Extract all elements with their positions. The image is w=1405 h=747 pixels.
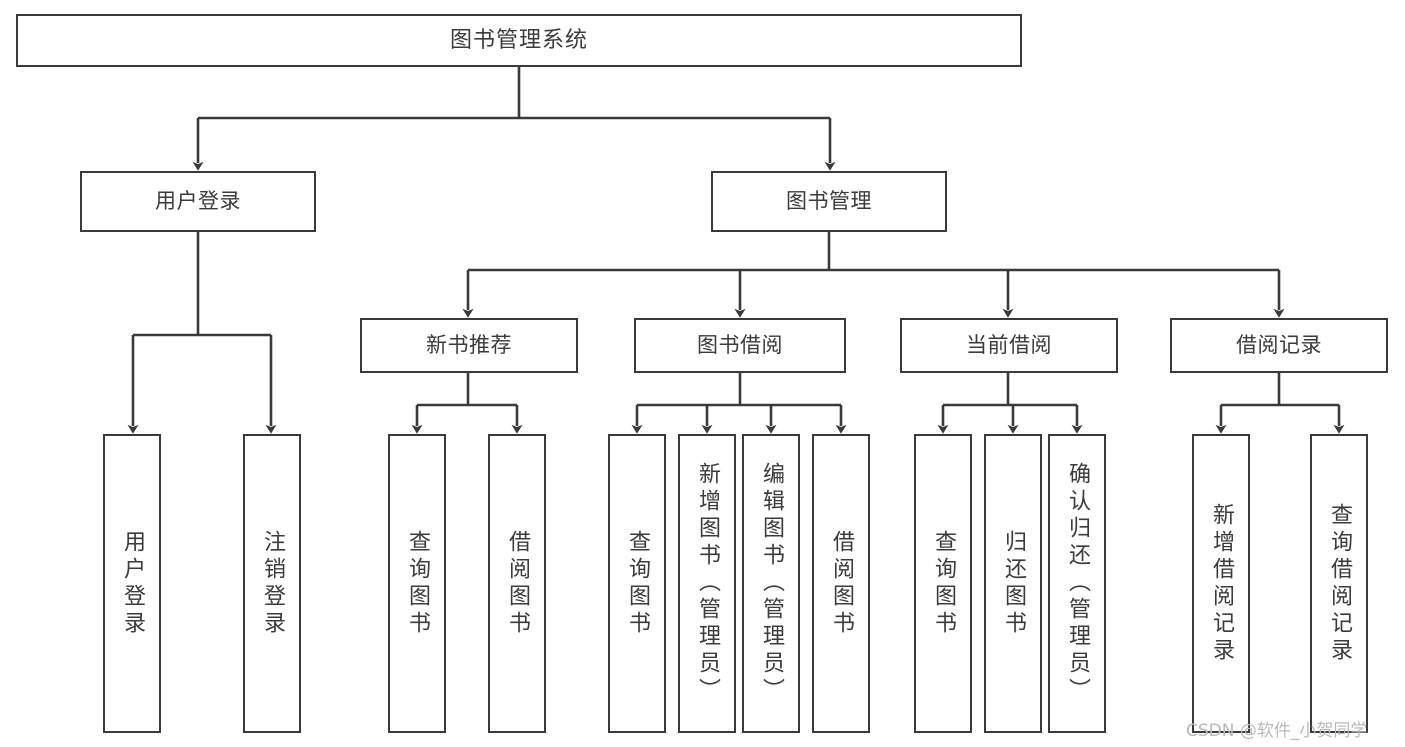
node-leaf-return-book[interactable]: 归还图书 bbox=[984, 434, 1042, 733]
node-leaf-confirm-return[interactable]: 确认归还（管理员） bbox=[1048, 434, 1106, 733]
node-leaf-logout-label: 注销登录 bbox=[260, 529, 285, 638]
node-book-manage[interactable]: 图书管理 bbox=[711, 171, 947, 232]
node-leaf-borrow-book-1-label: 借阅图书 bbox=[505, 529, 530, 638]
node-leaf-query-record-label: 查询借阅记录 bbox=[1327, 502, 1352, 665]
node-leaf-user-login[interactable]: 用户登录 bbox=[103, 434, 161, 733]
node-leaf-user-login-label: 用户登录 bbox=[120, 529, 145, 638]
node-root-label: 图书管理系统 bbox=[449, 27, 588, 53]
node-new-book-recommend[interactable]: 新书推荐 bbox=[360, 318, 578, 373]
node-leaf-query-book-1-label: 查询图书 bbox=[405, 529, 430, 638]
node-borrow-record-label: 借阅记录 bbox=[1236, 333, 1322, 358]
node-book-borrow[interactable]: 图书借阅 bbox=[634, 318, 846, 373]
node-leaf-confirm-return-label: 确认归还（管理员） bbox=[1065, 462, 1090, 705]
node-current-borrow[interactable]: 当前借阅 bbox=[900, 318, 1118, 373]
node-user-login[interactable]: 用户登录 bbox=[80, 171, 316, 232]
node-current-borrow-label: 当前借阅 bbox=[966, 333, 1052, 358]
node-leaf-add-book[interactable]: 新增图书（管理员） bbox=[678, 434, 736, 733]
node-leaf-borrow-book-2[interactable]: 借阅图书 bbox=[812, 434, 870, 733]
node-leaf-add-record[interactable]: 新增借阅记录 bbox=[1192, 434, 1250, 733]
node-leaf-query-record[interactable]: 查询借阅记录 bbox=[1310, 434, 1368, 733]
node-leaf-logout[interactable]: 注销登录 bbox=[243, 434, 301, 733]
node-leaf-query-book-2[interactable]: 查询图书 bbox=[608, 434, 666, 733]
node-leaf-borrow-book-2-label: 借阅图书 bbox=[829, 529, 854, 638]
node-book-manage-label: 图书管理 bbox=[786, 189, 872, 214]
node-leaf-query-book-1[interactable]: 查询图书 bbox=[388, 434, 446, 733]
csdn-watermark: CSDN @软件_小贺同学 bbox=[1186, 721, 1368, 741]
node-leaf-query-book-3[interactable]: 查询图书 bbox=[914, 434, 972, 733]
node-leaf-add-record-label: 新增借阅记录 bbox=[1209, 502, 1234, 665]
node-borrow-record[interactable]: 借阅记录 bbox=[1170, 318, 1388, 373]
node-new-book-recommend-label: 新书推荐 bbox=[426, 333, 512, 358]
node-user-login-label: 用户登录 bbox=[155, 189, 241, 214]
node-leaf-query-book-2-label: 查询图书 bbox=[625, 529, 650, 638]
node-leaf-query-book-3-label: 查询图书 bbox=[931, 529, 956, 638]
node-leaf-edit-book[interactable]: 编辑图书（管理员） bbox=[742, 434, 800, 733]
node-leaf-return-book-label: 归还图书 bbox=[1001, 529, 1026, 638]
node-root[interactable]: 图书管理系统 bbox=[16, 14, 1022, 67]
node-leaf-borrow-book-1[interactable]: 借阅图书 bbox=[488, 434, 546, 733]
node-book-borrow-label: 图书借阅 bbox=[697, 333, 783, 358]
node-leaf-edit-book-label: 编辑图书（管理员） bbox=[759, 462, 784, 705]
node-leaf-add-book-label: 新增图书（管理员） bbox=[695, 462, 720, 705]
